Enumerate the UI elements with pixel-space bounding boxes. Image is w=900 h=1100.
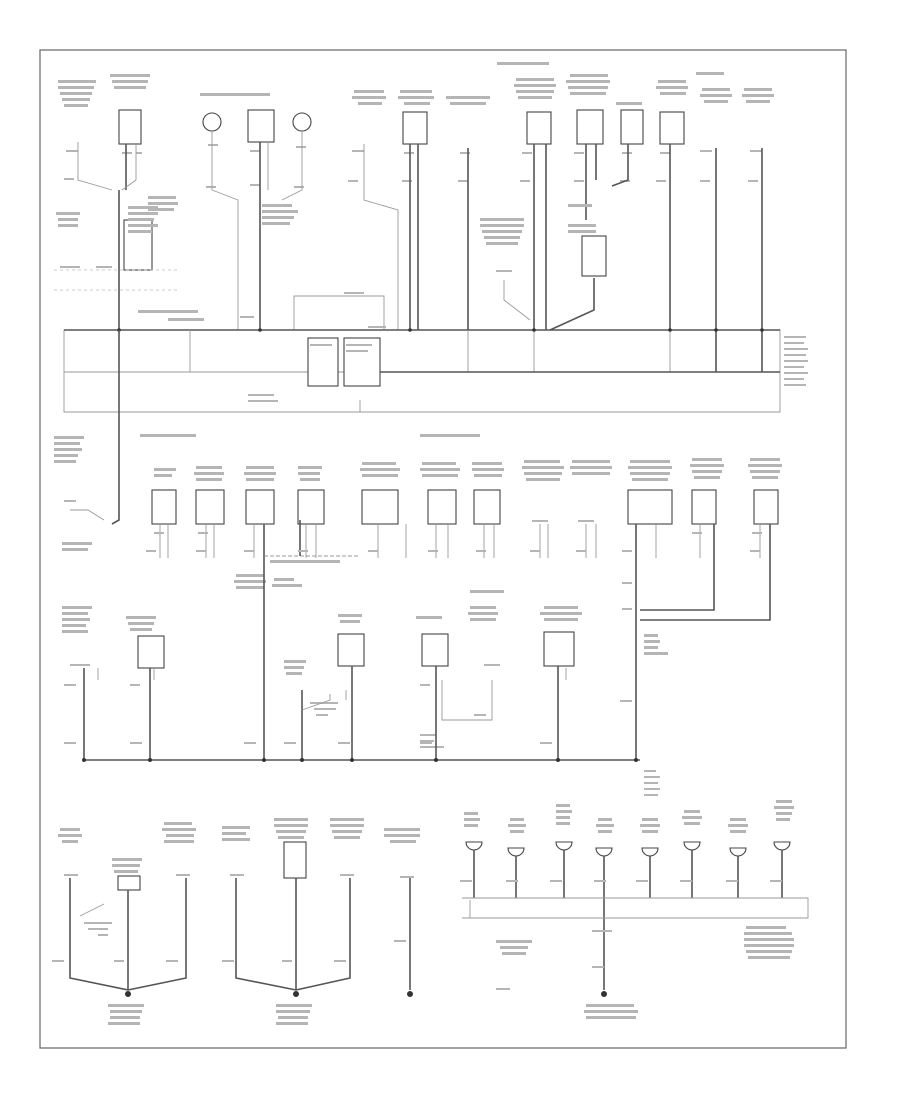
- lower-middle-labels: [62, 590, 668, 796]
- component-row2-1: [151, 489, 177, 525]
- component-row3-2: [337, 633, 365, 667]
- row3-ground-dots: [82, 758, 638, 762]
- component-row2-8: [627, 489, 673, 525]
- upper-middle-section: [54, 430, 782, 760]
- ground-point-4: [601, 991, 607, 997]
- component-row2-10: [753, 489, 779, 525]
- top-mid-labels: [56, 196, 596, 328]
- row3-wire-labels: [64, 664, 632, 744]
- component-top-5: [402, 111, 428, 145]
- lamp-row: [465, 841, 791, 857]
- top-wire-labels: [64, 144, 762, 188]
- top-section: [54, 62, 808, 430]
- row3-wires: [83, 666, 640, 761]
- lamp-top-right: [292, 112, 312, 132]
- component-row2-4: [297, 489, 325, 525]
- component-row2-7: [473, 489, 501, 525]
- lamp-2: [507, 847, 525, 857]
- component-row2-9: [691, 489, 717, 525]
- component-top-9: [620, 109, 644, 145]
- ground-point-2: [293, 991, 299, 997]
- lower-middle-section: [62, 590, 668, 796]
- component-top-1: [118, 109, 142, 145]
- lamp-1: [465, 841, 483, 851]
- ground-point-1: [125, 991, 131, 997]
- diagram-frame: [39, 49, 847, 1049]
- upper-middle-labels: [54, 434, 782, 589]
- component-bottom-left: [117, 875, 141, 891]
- row2-wire-labels: [146, 520, 762, 610]
- top-wires: [77, 131, 763, 331]
- lamp-7: [729, 847, 747, 857]
- component-top-7: [526, 111, 552, 145]
- component-top-center: [247, 109, 275, 143]
- component-right-vertical: [581, 235, 607, 277]
- bottom-section: [52, 800, 809, 1025]
- component-top-8: [576, 109, 604, 145]
- ground-point-3: [407, 991, 413, 997]
- component-row2-5: [361, 489, 399, 525]
- bottom-ground-points: [125, 991, 607, 997]
- bottom-wire-labels: [52, 874, 782, 990]
- component-left-vertical: [123, 219, 153, 271]
- lamp-4: [595, 847, 613, 857]
- component-row2-3: [245, 489, 275, 525]
- row2-wires: [70, 430, 771, 760]
- component-row3-3: [421, 633, 449, 667]
- component-row2-2: [195, 489, 225, 525]
- component-top-10: [659, 111, 685, 145]
- top-component-labels: [58, 62, 774, 107]
- lamp-3: [555, 841, 573, 851]
- lamp-8: [773, 841, 791, 851]
- component-row3-1: [137, 635, 165, 669]
- lamp-6: [683, 841, 701, 851]
- lamp-5: [641, 847, 659, 857]
- component-bottom-center: [283, 841, 307, 879]
- component-row2-6: [427, 489, 457, 525]
- ground-bus-block: [63, 328, 808, 413]
- bottom-wires: [69, 850, 809, 991]
- bottom-labels: [58, 800, 794, 1025]
- lamp-top-left: [202, 112, 222, 132]
- component-row3-4: [543, 631, 575, 667]
